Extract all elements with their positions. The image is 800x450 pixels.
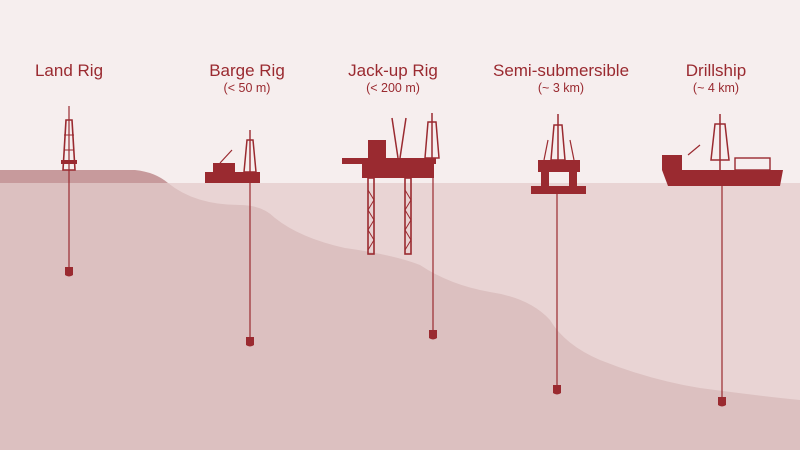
barge-rig-label: Barge Rig (< 50 m): [209, 61, 285, 95]
barge-rig-drill-bit: [246, 337, 254, 347]
semisubmersible-rig-icon: [531, 114, 586, 194]
drillship-label: Drillship (~ 4 km): [686, 61, 746, 95]
barge-rig-name: Barge Rig: [209, 61, 285, 80]
land-rig-label: Land Rig: [35, 61, 103, 81]
drillship-icon: [662, 114, 783, 186]
jackup-rig-depth: (< 200 m): [366, 81, 420, 95]
semisubmersible-label: Semi-submersible (~ 3 km): [493, 61, 629, 95]
land-rig-drill-bit: [65, 267, 73, 277]
land-rig-name: Land Rig: [34, 61, 104, 80]
jackup-rig-name: Jack-up Rig: [348, 61, 438, 80]
jackup-rig-icon: [342, 113, 440, 255]
semisubmersible-depth: (~ 3 km): [537, 81, 585, 95]
jackup-rig-drill-bit: [429, 330, 437, 340]
semisubmersible-drill-bit: [553, 385, 561, 395]
land-surface: [0, 170, 168, 183]
seabed-ground: [0, 183, 800, 450]
drillship-name: Drillship: [685, 61, 747, 80]
semisubmersible-name: Semi-submersible: [492, 61, 630, 80]
barge-rig-icon: [205, 130, 260, 183]
barge-rig-depth: (< 50 m): [223, 81, 271, 95]
jackup-rig-label: Jack-up Rig (< 200 m): [348, 61, 438, 95]
drillship-depth: (~ 4 km): [692, 81, 740, 95]
land-rig-icon: [61, 106, 77, 171]
drillship-drill-bit: [718, 397, 726, 407]
